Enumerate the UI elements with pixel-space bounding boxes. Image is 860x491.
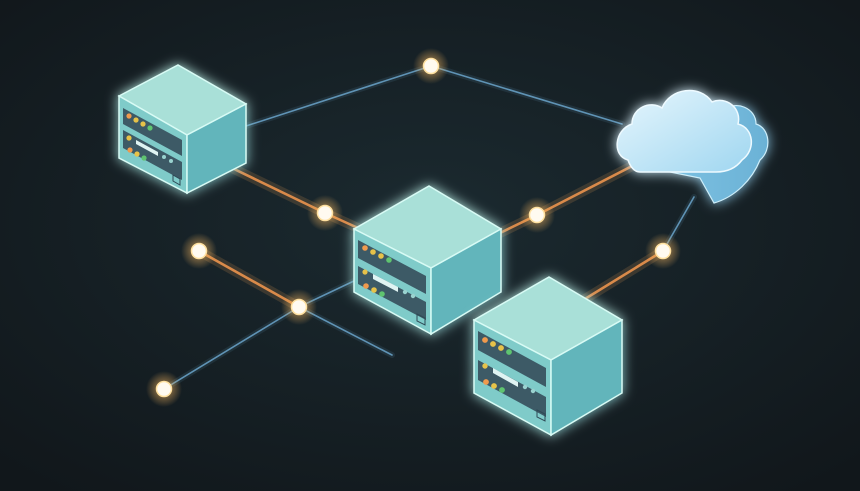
node-far-left[interactable] <box>181 233 217 269</box>
links-layer <box>161 63 697 392</box>
network-node-icon <box>528 206 546 224</box>
node-right[interactable] <box>645 233 681 269</box>
network-node-icon <box>190 242 208 260</box>
cloud-icon <box>616 89 769 204</box>
node-mid-left[interactable] <box>307 195 343 231</box>
network-node-icon <box>316 204 334 222</box>
server-rack-icon <box>117 64 248 195</box>
network-node-icon <box>422 57 440 75</box>
link-server1-node-top <box>245 65 432 127</box>
server-rack-icon <box>472 276 624 437</box>
nodes-layer <box>146 48 681 407</box>
link-node-top-cloud <box>430 65 623 125</box>
link-far-left-lower-left <box>197 249 301 309</box>
node-lower-left[interactable] <box>281 289 317 325</box>
network-node-icon <box>155 380 173 398</box>
node-top[interactable] <box>413 48 449 84</box>
node-center-right[interactable] <box>519 197 555 233</box>
node-bottom-left[interactable] <box>146 371 182 407</box>
cloud[interactable] <box>616 89 769 204</box>
server-top-left[interactable] <box>117 64 248 195</box>
server-bottom-right[interactable] <box>472 276 624 437</box>
server-rack-icon <box>352 185 503 336</box>
network-node-icon <box>654 242 672 260</box>
network-node-icon <box>290 298 308 316</box>
link-bottom-left-lower-left <box>163 306 300 390</box>
server-center[interactable] <box>352 185 503 336</box>
link-node-cr-cloud <box>535 162 638 217</box>
